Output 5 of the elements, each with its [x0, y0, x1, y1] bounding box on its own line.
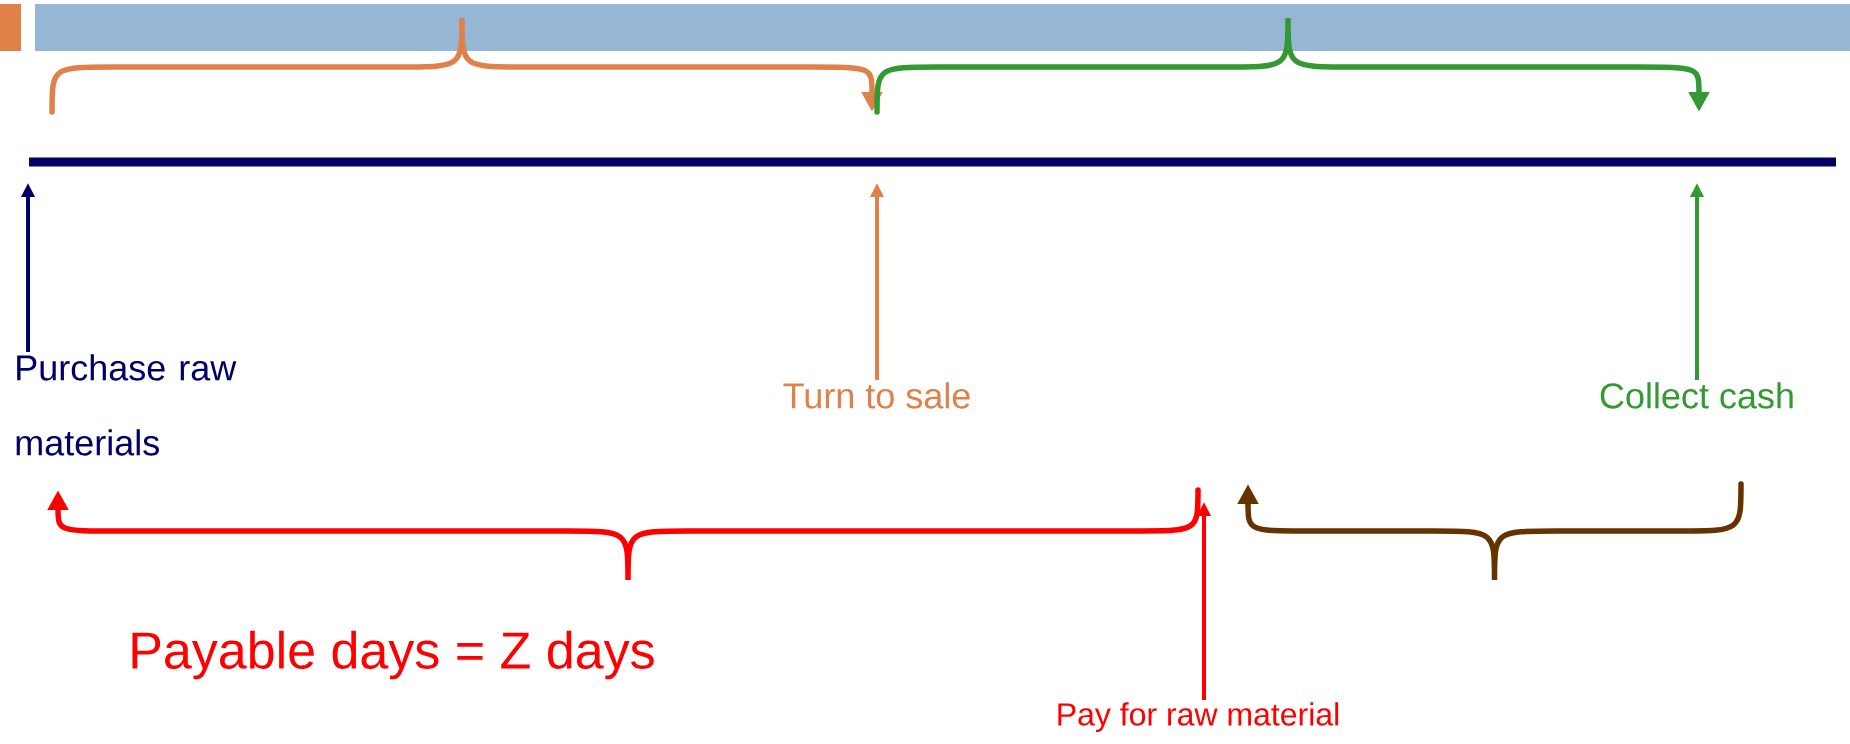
text-label: Purchase raw materials	[16, 354, 237, 456]
caption-label: Payable days = Z days	[132, 630, 654, 680]
text-label: Turn to sale	[783, 382, 970, 409]
text-label: Collect cash	[1600, 382, 1793, 409]
text-label: Pay for raw material	[1058, 702, 1339, 732]
